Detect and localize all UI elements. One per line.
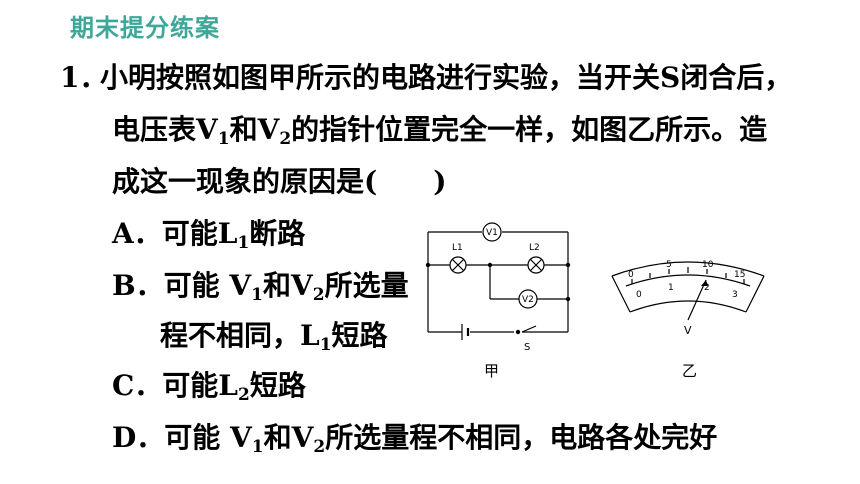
scale-lower-0: 0: [636, 290, 642, 300]
dial-pointer: [687, 279, 707, 321]
l1-label: L1: [452, 243, 463, 253]
option-b-l2-sub: 1: [319, 335, 332, 355]
header-bar: 期末提分练案: [0, 0, 860, 44]
option-a[interactable]: A．可能L1断路: [112, 216, 305, 261]
option-c-sub: 2: [238, 385, 250, 405]
junction-dot: [565, 296, 571, 302]
option-a-sub: 1: [237, 233, 250, 253]
junction-dot: [565, 262, 571, 268]
page-title: 期末提分练案: [70, 14, 220, 42]
q-l2-sub1: 1: [217, 129, 230, 149]
option-d-letter: D．: [112, 421, 165, 454]
option-b-line-2[interactable]: 程不相同，L1短路: [160, 318, 388, 363]
option-b-sub2: 2: [312, 285, 325, 305]
option-a-letter: A．: [112, 217, 162, 250]
v2-label: V2: [522, 295, 534, 305]
option-b[interactable]: B．可能 V1和V2所选量: [112, 268, 409, 313]
option-b-l2-prefix: 程不相同，L: [160, 319, 320, 352]
scale-lower-2: 2: [704, 283, 710, 293]
option-b-suffix: 所选量: [324, 269, 409, 302]
scale-lower-1: 1: [668, 283, 674, 293]
option-a-prefix: 可能L: [161, 217, 238, 250]
v1-label: V1: [486, 228, 498, 238]
option-b-l2-suffix: 短路: [331, 319, 388, 352]
scale-upper-15: 15: [734, 270, 745, 280]
q-l2-prefix: 电压表V: [112, 113, 218, 146]
option-d-suffix: 所选量程不相同，电路各处完好: [325, 421, 718, 454]
option-b-mid: 和V: [263, 269, 313, 302]
scale-upper-10: 10: [702, 260, 714, 270]
option-a-suffix: 断路: [249, 217, 306, 250]
option-c-prefix: 可能L: [162, 369, 238, 402]
figure-jia-caption: 甲: [484, 362, 499, 380]
q-l2-mid: 和V: [229, 113, 280, 146]
unit-label: V: [684, 324, 692, 337]
scale-lower-3: 3: [732, 290, 738, 300]
question-line-3: 成这一现象的原因是( ): [112, 165, 447, 198]
figure-yi-caption: 乙: [682, 362, 697, 380]
question-line-2: 电压表V1和V2的指针位置完全一样，如图乙所示。造: [112, 112, 767, 157]
option-b-letter: B．: [112, 269, 164, 302]
scale-upper-5: 5: [666, 260, 672, 270]
junction-dot: [425, 262, 431, 268]
question-number: 1．: [60, 61, 108, 94]
switch-label: S: [524, 342, 530, 353]
option-d-sub1: 1: [251, 437, 264, 457]
option-c-suffix: 短路: [249, 369, 306, 402]
question-line-1: 小明按照如图甲所示的电路进行实验，当开关S闭合后，: [100, 61, 793, 94]
option-b-prefix: 可能 V: [163, 269, 252, 302]
scale-upper-0: 0: [628, 270, 634, 280]
q-l2-suffix: 的指针位置完全一样，如图乙所示。造: [291, 113, 768, 146]
option-c-letter: C．: [112, 369, 163, 402]
l2-label: L2: [529, 243, 540, 253]
voltmeter-dial: 0 5 10 15 0 1 2 3 V 乙: [611, 260, 765, 380]
junction-dot: [487, 262, 493, 268]
q-l2-sub2: 2: [279, 129, 292, 149]
option-c[interactable]: C．可能L2短路: [112, 368, 306, 413]
option-d[interactable]: D．可能 V1和V2所选量程不相同，电路各处完好: [112, 420, 717, 465]
option-d-mid: 和V: [263, 421, 314, 454]
option-d-prefix: 可能 V: [164, 421, 252, 454]
option-b-sub1: 1: [251, 285, 263, 305]
switch-contact: [515, 329, 521, 335]
option-d-sub2: 2: [313, 437, 326, 457]
circuit-diagram: V1 V2 L1 L2 S 甲: [425, 222, 571, 380]
